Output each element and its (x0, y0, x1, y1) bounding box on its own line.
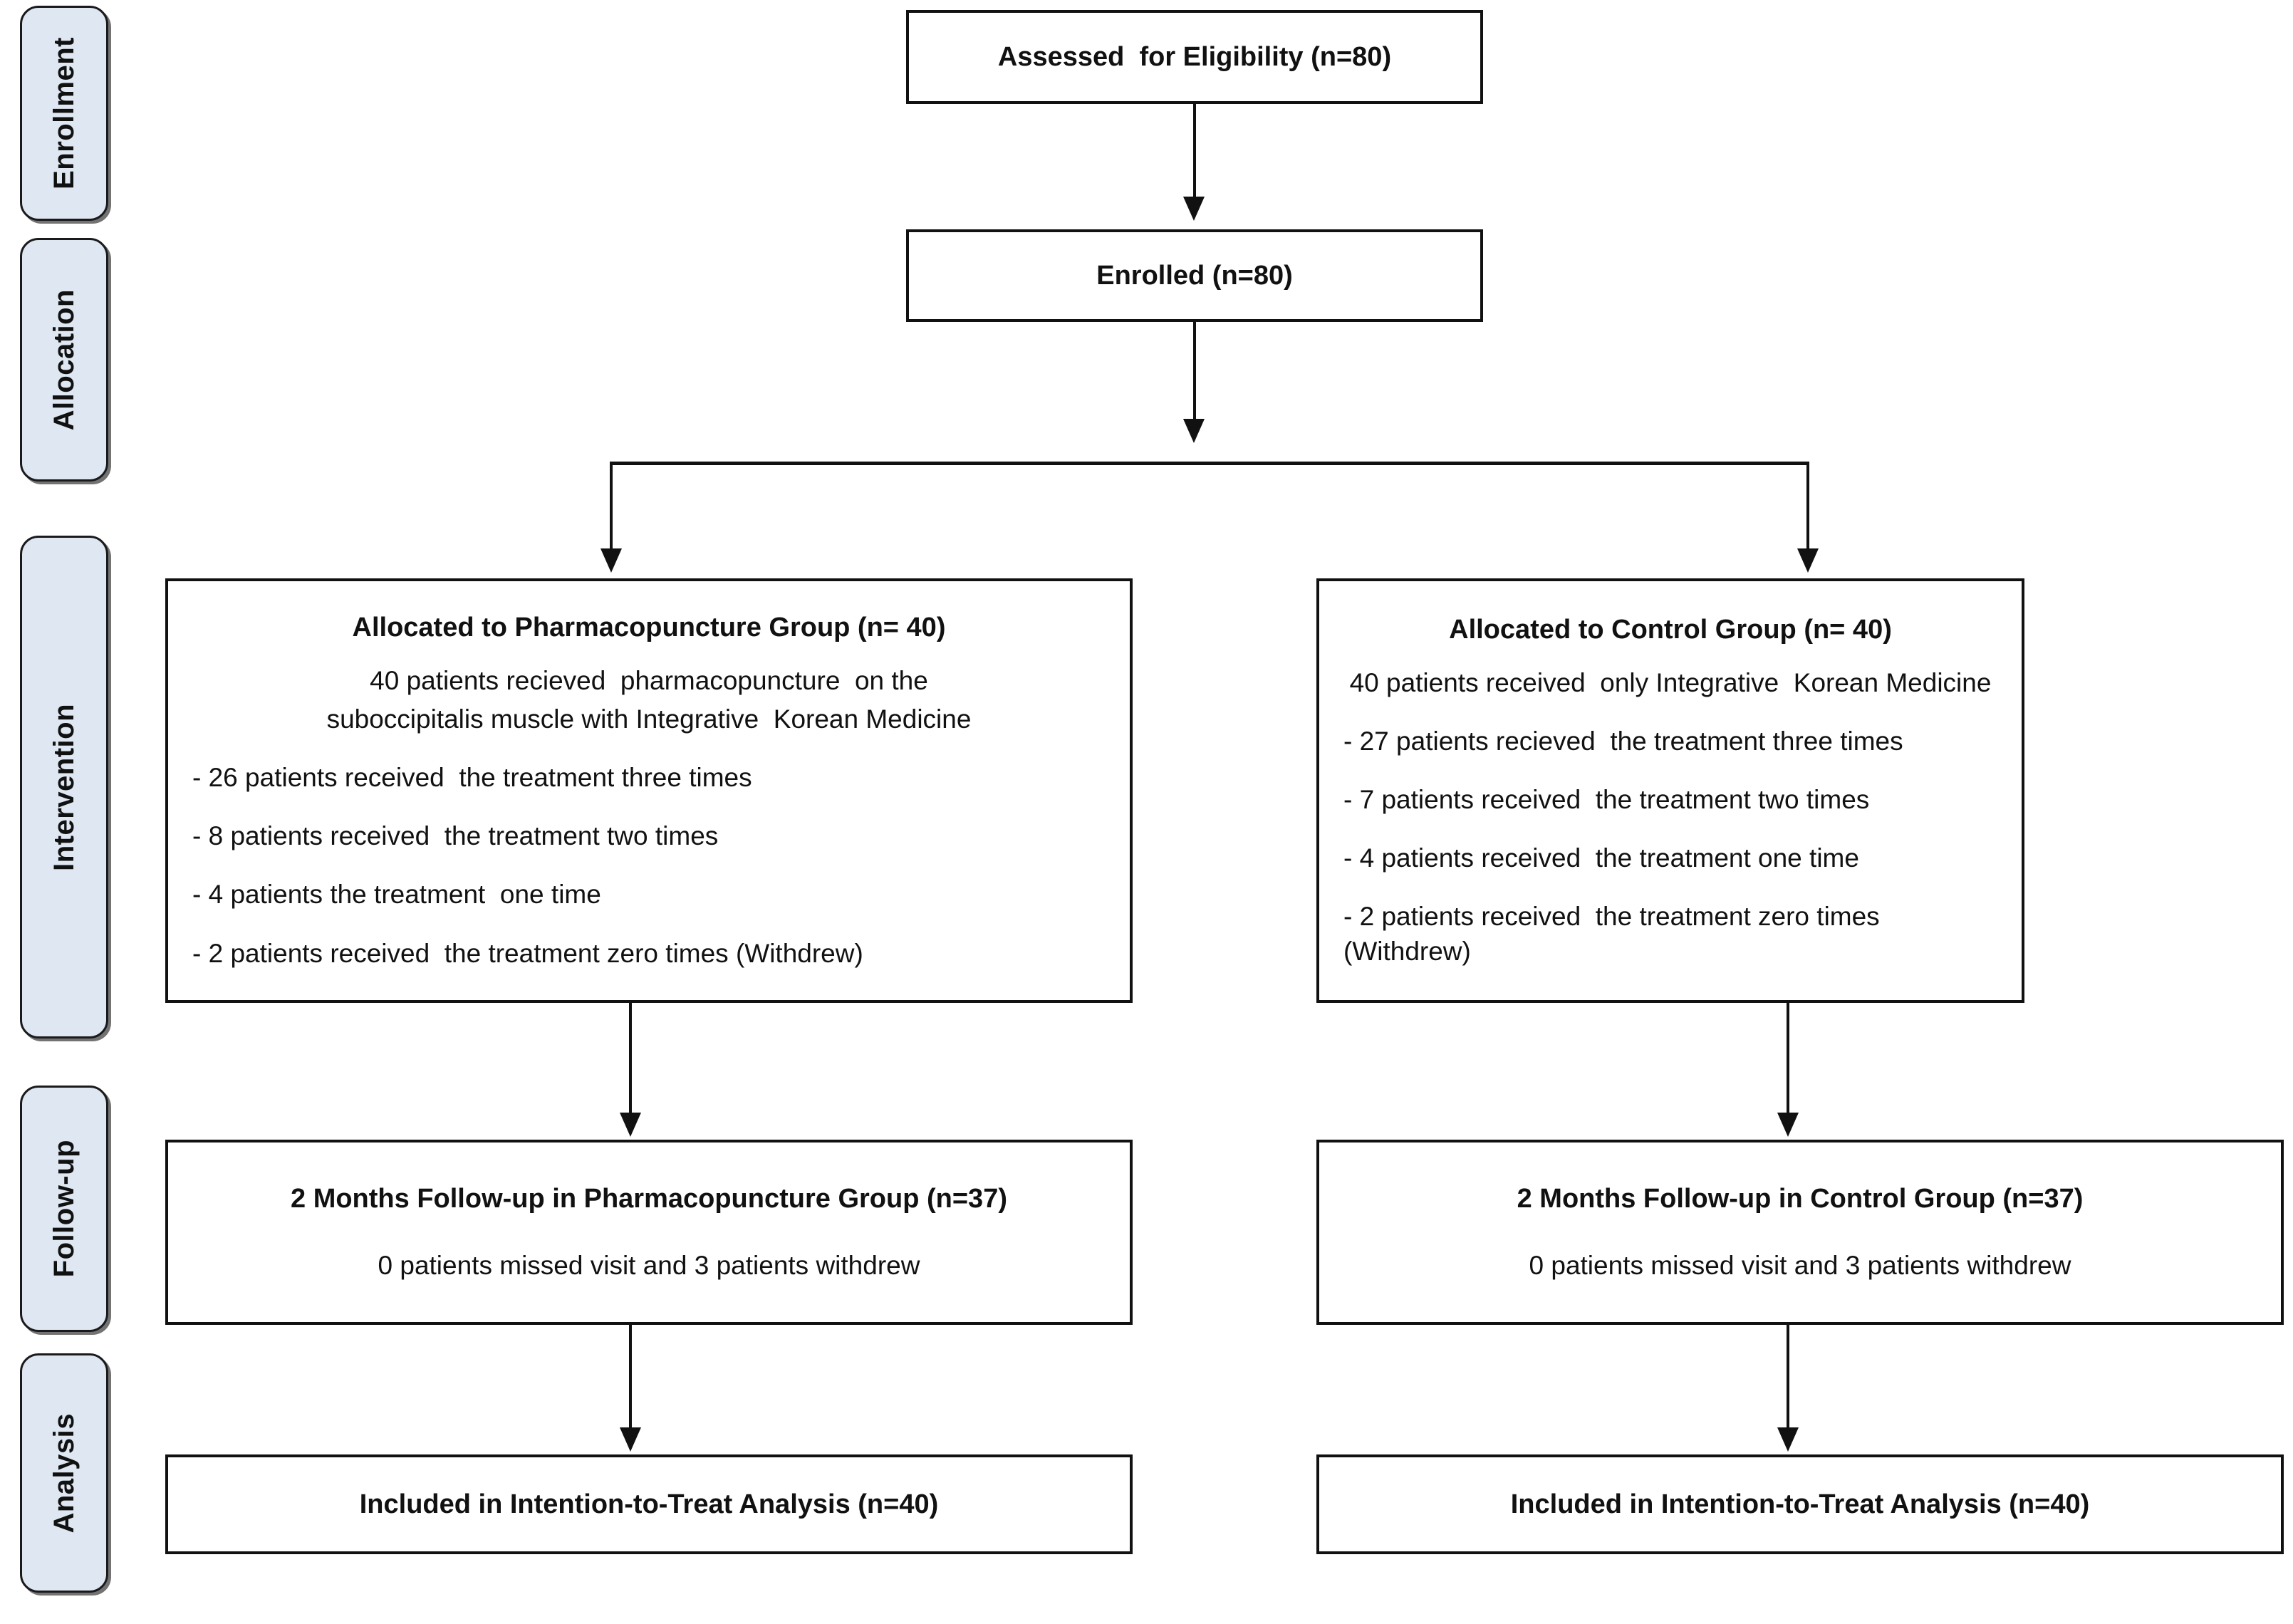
box-analysis-control-title: Included in Intention-to-Treat Analysis … (1510, 1489, 2090, 1519)
connector-allocation-split-bar (610, 462, 1809, 465)
arrowhead-allocation-split (1183, 419, 1205, 443)
stage-tab-label: Intervention (48, 703, 80, 871)
stage-tab-label: Allocation (48, 288, 80, 431)
arrowhead-followup-left (620, 1113, 641, 1137)
bullet-item: - 2 patients received the treatment zero… (1343, 902, 1887, 966)
arrowhead-allocation-left (600, 548, 622, 573)
box-enrolled-title: Enrolled (n=80) (1096, 260, 1293, 291)
connector-left-intervention-to-followup (629, 1003, 632, 1117)
connector-right-followup-to-analysis (1787, 1325, 1789, 1432)
connector-assessed-to-enrolled (1193, 104, 1196, 199)
bullet-item: - 7 patients received the treatment two … (1343, 785, 1870, 815)
stage-tab-allocation: Allocation (20, 238, 108, 482)
box-allocated-pharmacopuncture-line1: 40 patients recieved pharmacopuncture on… (370, 666, 928, 696)
box-assessed-for-eligibility: Assessed for Eligibility (n=80) (906, 10, 1483, 104)
bullet-item: - 4 patients the treatment one time (192, 880, 601, 910)
box-followup-control: 2 Months Follow-up in Control Group (n=3… (1316, 1140, 2284, 1325)
box-assessed-title: Assessed for Eligibility (n=80) (997, 41, 1392, 72)
box-analysis-pharmacopuncture: Included in Intention-to-Treat Analysis … (165, 1454, 1133, 1554)
bullet-item: - 26 patients received the treatment thr… (192, 763, 752, 793)
bullet-item: - 4 patients received the treatment one … (1343, 843, 1859, 873)
stage-tab-analysis: Analysis (20, 1353, 108, 1593)
connector-split-right-down (1806, 462, 1809, 553)
box-followup-pharmacopuncture: 2 Months Follow-up in Pharmacopuncture G… (165, 1140, 1133, 1325)
box-enrolled: Enrolled (n=80) (906, 229, 1483, 322)
bullet-item: - 2 patients received the treatment zero… (192, 938, 863, 968)
box-allocated-control-line1: 40 patients received only Integrative Ko… (1349, 668, 1992, 698)
bullet-item: - 27 patients recieved the treatment thr… (1343, 727, 1903, 756)
box-allocated-pharmacopuncture-bullets: - 26 patients received the treatment thr… (168, 761, 1130, 970)
connector-enrolled-down (1193, 322, 1196, 427)
arrowhead-allocation-right (1797, 548, 1819, 573)
box-allocated-pharmacopuncture-title: Allocated to Pharmacopuncture Group (n= … (352, 613, 946, 643)
stage-tab-label: Analysis (48, 1412, 80, 1534)
box-followup-pharmacopuncture-line1: 0 patients missed visit and 3 patients w… (378, 1251, 920, 1281)
arrowhead-analysis-left (620, 1427, 641, 1452)
connector-split-left-down (610, 462, 613, 553)
stage-tab-label: Follow-up (48, 1140, 80, 1278)
stage-tab-intervention: Intervention (20, 536, 108, 1039)
stage-tab-label: Enrollment (48, 37, 80, 189)
box-followup-control-title: 2 Months Follow-up in Control Group (n=3… (1517, 1183, 2084, 1214)
box-allocated-control-title: Allocated to Control Group (n= 40) (1449, 615, 1892, 645)
arrowhead-followup-right (1777, 1113, 1799, 1137)
box-allocated-pharmacopuncture-line2: suboccipitalis muscle with Integrative K… (326, 704, 972, 734)
box-allocated-pharmacopuncture: Allocated to Pharmacopuncture Group (n= … (165, 578, 1133, 1003)
box-followup-control-line1: 0 patients missed visit and 3 patients w… (1529, 1251, 2071, 1281)
box-analysis-pharmacopuncture-title: Included in Intention-to-Treat Analysis … (359, 1489, 939, 1519)
connector-right-intervention-to-followup (1787, 1003, 1789, 1117)
stage-tab-followup: Follow-up (20, 1086, 108, 1332)
box-followup-pharmacopuncture-title: 2 Months Follow-up in Pharmacopuncture G… (291, 1183, 1007, 1214)
stage-tab-enrollment: Enrollment (20, 6, 108, 221)
bullet-item: - 8 patients received the treatment two … (192, 821, 719, 851)
box-allocated-control: Allocated to Control Group (n= 40) 40 pa… (1316, 578, 2024, 1003)
arrowhead-analysis-right (1777, 1427, 1799, 1452)
box-analysis-control: Included in Intention-to-Treat Analysis … (1316, 1454, 2284, 1554)
connector-left-followup-to-analysis (629, 1325, 632, 1432)
arrowhead-enrolled (1183, 197, 1205, 221)
box-allocated-control-bullets: - 27 patients recieved the treatment thr… (1319, 724, 2022, 968)
